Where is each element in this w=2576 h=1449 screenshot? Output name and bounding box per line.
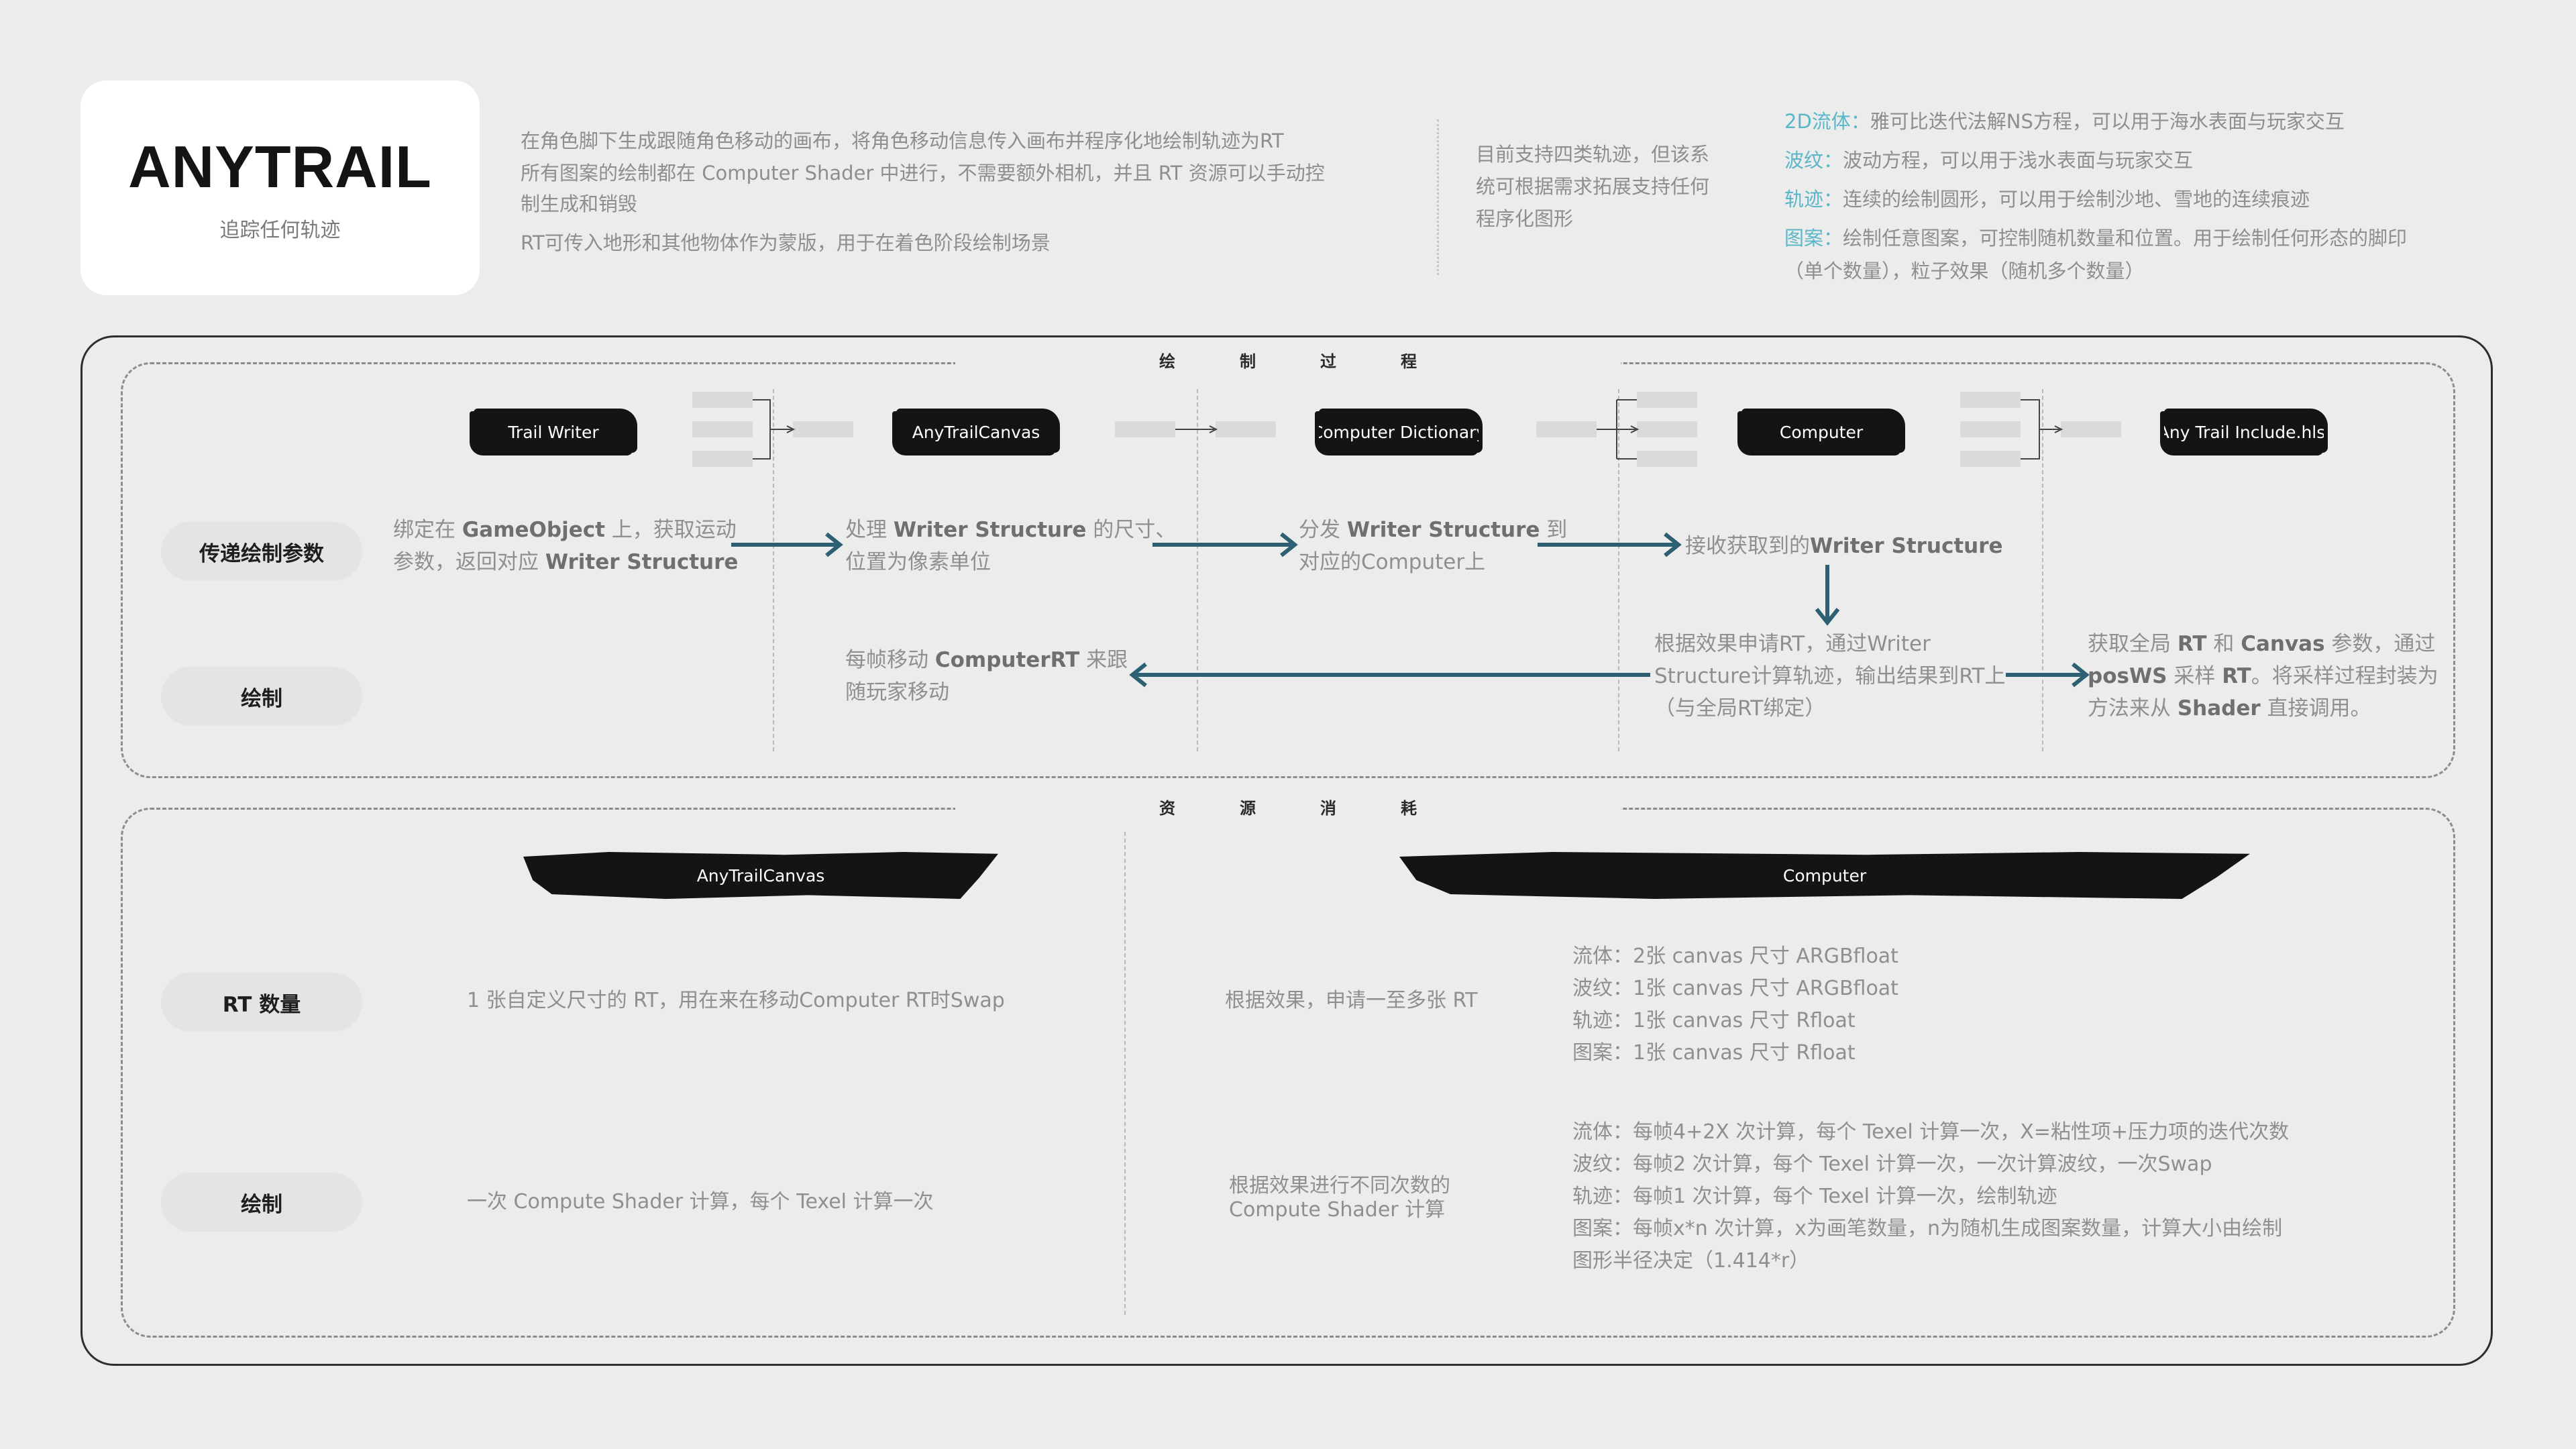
column-divider	[1618, 389, 1619, 751]
draw-cost-canvas: 一次 Compute Shader 计算，每个 Texel 计算一次	[467, 1190, 934, 1214]
section-char: 绘	[1159, 352, 1175, 371]
trail-type-text: 雅可比迭代法解NS方程，可以用于海水表面与玩家交互	[1870, 110, 2345, 133]
intro-text: 在角色脚下生成跟随角色移动的画布，将角色移动信息传入画布并程序化地绘制轨迹为RT…	[521, 125, 1393, 259]
trail-type-tag: 波纹：	[1784, 149, 1843, 172]
section-char: 源	[1240, 798, 1256, 818]
resources-column-divider	[1124, 832, 1126, 1315]
trail-type-tag: 图案：	[1784, 227, 1843, 250]
intro-line: 制生成和销毁	[521, 193, 638, 215]
trail-type-tag: 轨迹：	[1784, 188, 1843, 211]
desc-include-sample: 获取全局 RT 和 Canvas 参数，通过 posWS 采样 RT。将采样过程…	[2088, 632, 2438, 720]
page-subtitle: 追踪任何轨迹	[219, 219, 341, 242]
rt-count-computer-list: 流体：2张 canvas 尺寸 ARGBfloat 波纹：1张 canvas 尺…	[1572, 945, 1898, 1065]
column-divider	[1197, 389, 1198, 751]
node-any-trail-include: Any Trail Include.hlsl	[2164, 409, 2324, 455]
resource-column-computer: Computer	[1399, 852, 2250, 899]
section-char: 过	[1320, 352, 1336, 371]
page-title: ANYTRAIL	[128, 133, 432, 200]
trail-type-text: 绘制任意图案，可控制随机数量和位置。用于绘制任何形态的脚印	[1843, 227, 2408, 250]
intro-line: 所有图案的绘制都在 Computer Shader 中进行，不需要额外相机，并且…	[521, 162, 1325, 184]
row-label-pass-params: 传递绘制参数	[161, 522, 362, 581]
node-computer-dictionary: Computer Dictionary	[1319, 409, 1479, 455]
desc-computer-receive: 接收获取到的Writer Structure	[1685, 534, 2003, 558]
section-char: 资	[1159, 798, 1175, 818]
resources-section-label: 资 源 消 耗	[955, 792, 1621, 821]
column-divider	[2042, 389, 2043, 751]
desc-computer-draw: 根据效果申请RT，通过Writer Structure计算轨迹，输出结果到RT上…	[1654, 632, 2006, 720]
support-line: 程序化图形	[1476, 207, 1574, 230]
desc-canvas-process: 处理 Writer Structure 的尺寸、 位置为像素单位	[845, 518, 1177, 574]
support-line: 目前支持四类轨迹，但该系	[1476, 143, 1710, 166]
intro-line: RT可传入地形和其他物体作为蒙版，用于在着色阶段绘制场景	[521, 231, 1051, 254]
header-divider	[1437, 119, 1439, 275]
desc-trail-writer: 绑定在 GameObject 上，获取运动 参数，返回对应 Writer Str…	[393, 518, 739, 574]
connector-lines	[753, 399, 2061, 460]
trail-type-fluid: 2D流体：雅可比迭代法解NS方程，可以用于海水表面与玩家交互	[1784, 102, 2549, 141]
process-section-label: 绘 制 过 程	[955, 345, 1621, 374]
desc-dictionary: 分发 Writer Structure 到 对应的Computer上	[1299, 518, 1568, 574]
trail-types-list: 2D流体：雅可比迭代法解NS方程，可以用于海水表面与玩家交互 波纹：波动方程，可…	[1784, 102, 2549, 284]
trail-type-text: 连续的绘制圆形，可以用于绘制沙地、雪地的连续痕迹	[1843, 188, 2310, 211]
section-char: 程	[1401, 352, 1417, 371]
main-frame	[80, 335, 2493, 1366]
rt-count-canvas: 1 张自定义尺寸的 RT，用在来在移动Computer RT时Swap	[467, 989, 1005, 1012]
section-char: 消	[1320, 798, 1336, 818]
draw-cost-computer-list: 流体：每帧4+2X 次计算，每个 Texel 计算一次，X=粘性项+压力项的迭代…	[1572, 1120, 2290, 1273]
column-divider	[773, 389, 774, 751]
trail-type-pattern: 图案：绘制任意图案，可控制随机数量和位置。用于绘制任何形态的脚印	[1784, 219, 2549, 258]
section-char: 制	[1240, 352, 1256, 371]
desc-canvas-move: 每帧移动 ComputerRT 来跟 随玩家移动	[845, 648, 1128, 704]
node-computer: Computer	[1741, 409, 1901, 455]
trail-type-text: 波动方程，可以用于浅水表面与玩家交互	[1843, 149, 2194, 172]
intro-line: 在角色脚下生成跟随角色移动的画布，将角色移动信息传入画布并程序化地绘制轨迹为RT	[521, 129, 1284, 152]
support-line: 统可根据需求拓展支持任何	[1476, 175, 1710, 198]
rt-count-computer-intro: 根据效果，申请一至多张 RT	[1225, 989, 1478, 1012]
section-char: 耗	[1401, 798, 1417, 818]
node-anytrail-canvas: AnyTrailCanvas	[896, 409, 1056, 455]
title-card: ANYTRAIL 追踪任何轨迹	[80, 80, 480, 295]
draw-cost-computer-intro: 根据效果进行不同次数的 Compute Shader 计算	[1229, 1174, 1450, 1222]
trail-type-trail: 轨迹：连续的绘制圆形，可以用于绘制沙地、雪地的连续痕迹	[1784, 180, 2549, 219]
trail-type-tail: （单个数量），粒子效果（随机多个数量）	[1784, 260, 2145, 282]
trail-type-tag: 2D流体：	[1784, 110, 1870, 133]
trail-type-ripple: 波纹：波动方程，可以用于浅水表面与玩家交互	[1784, 141, 2549, 180]
resource-column-anytrail-canvas: AnyTrailCanvas	[523, 852, 998, 899]
support-text: 目前支持四类轨迹，但该系 统可根据需求拓展支持任何 程序化图形	[1476, 138, 1758, 235]
row-label-draw: 绘制	[161, 667, 362, 726]
row-label-draw-cost: 绘制	[161, 1173, 362, 1232]
node-trail-writer: Trail Writer	[474, 409, 633, 455]
row-label-rt-count: RT 数量	[161, 973, 362, 1032]
